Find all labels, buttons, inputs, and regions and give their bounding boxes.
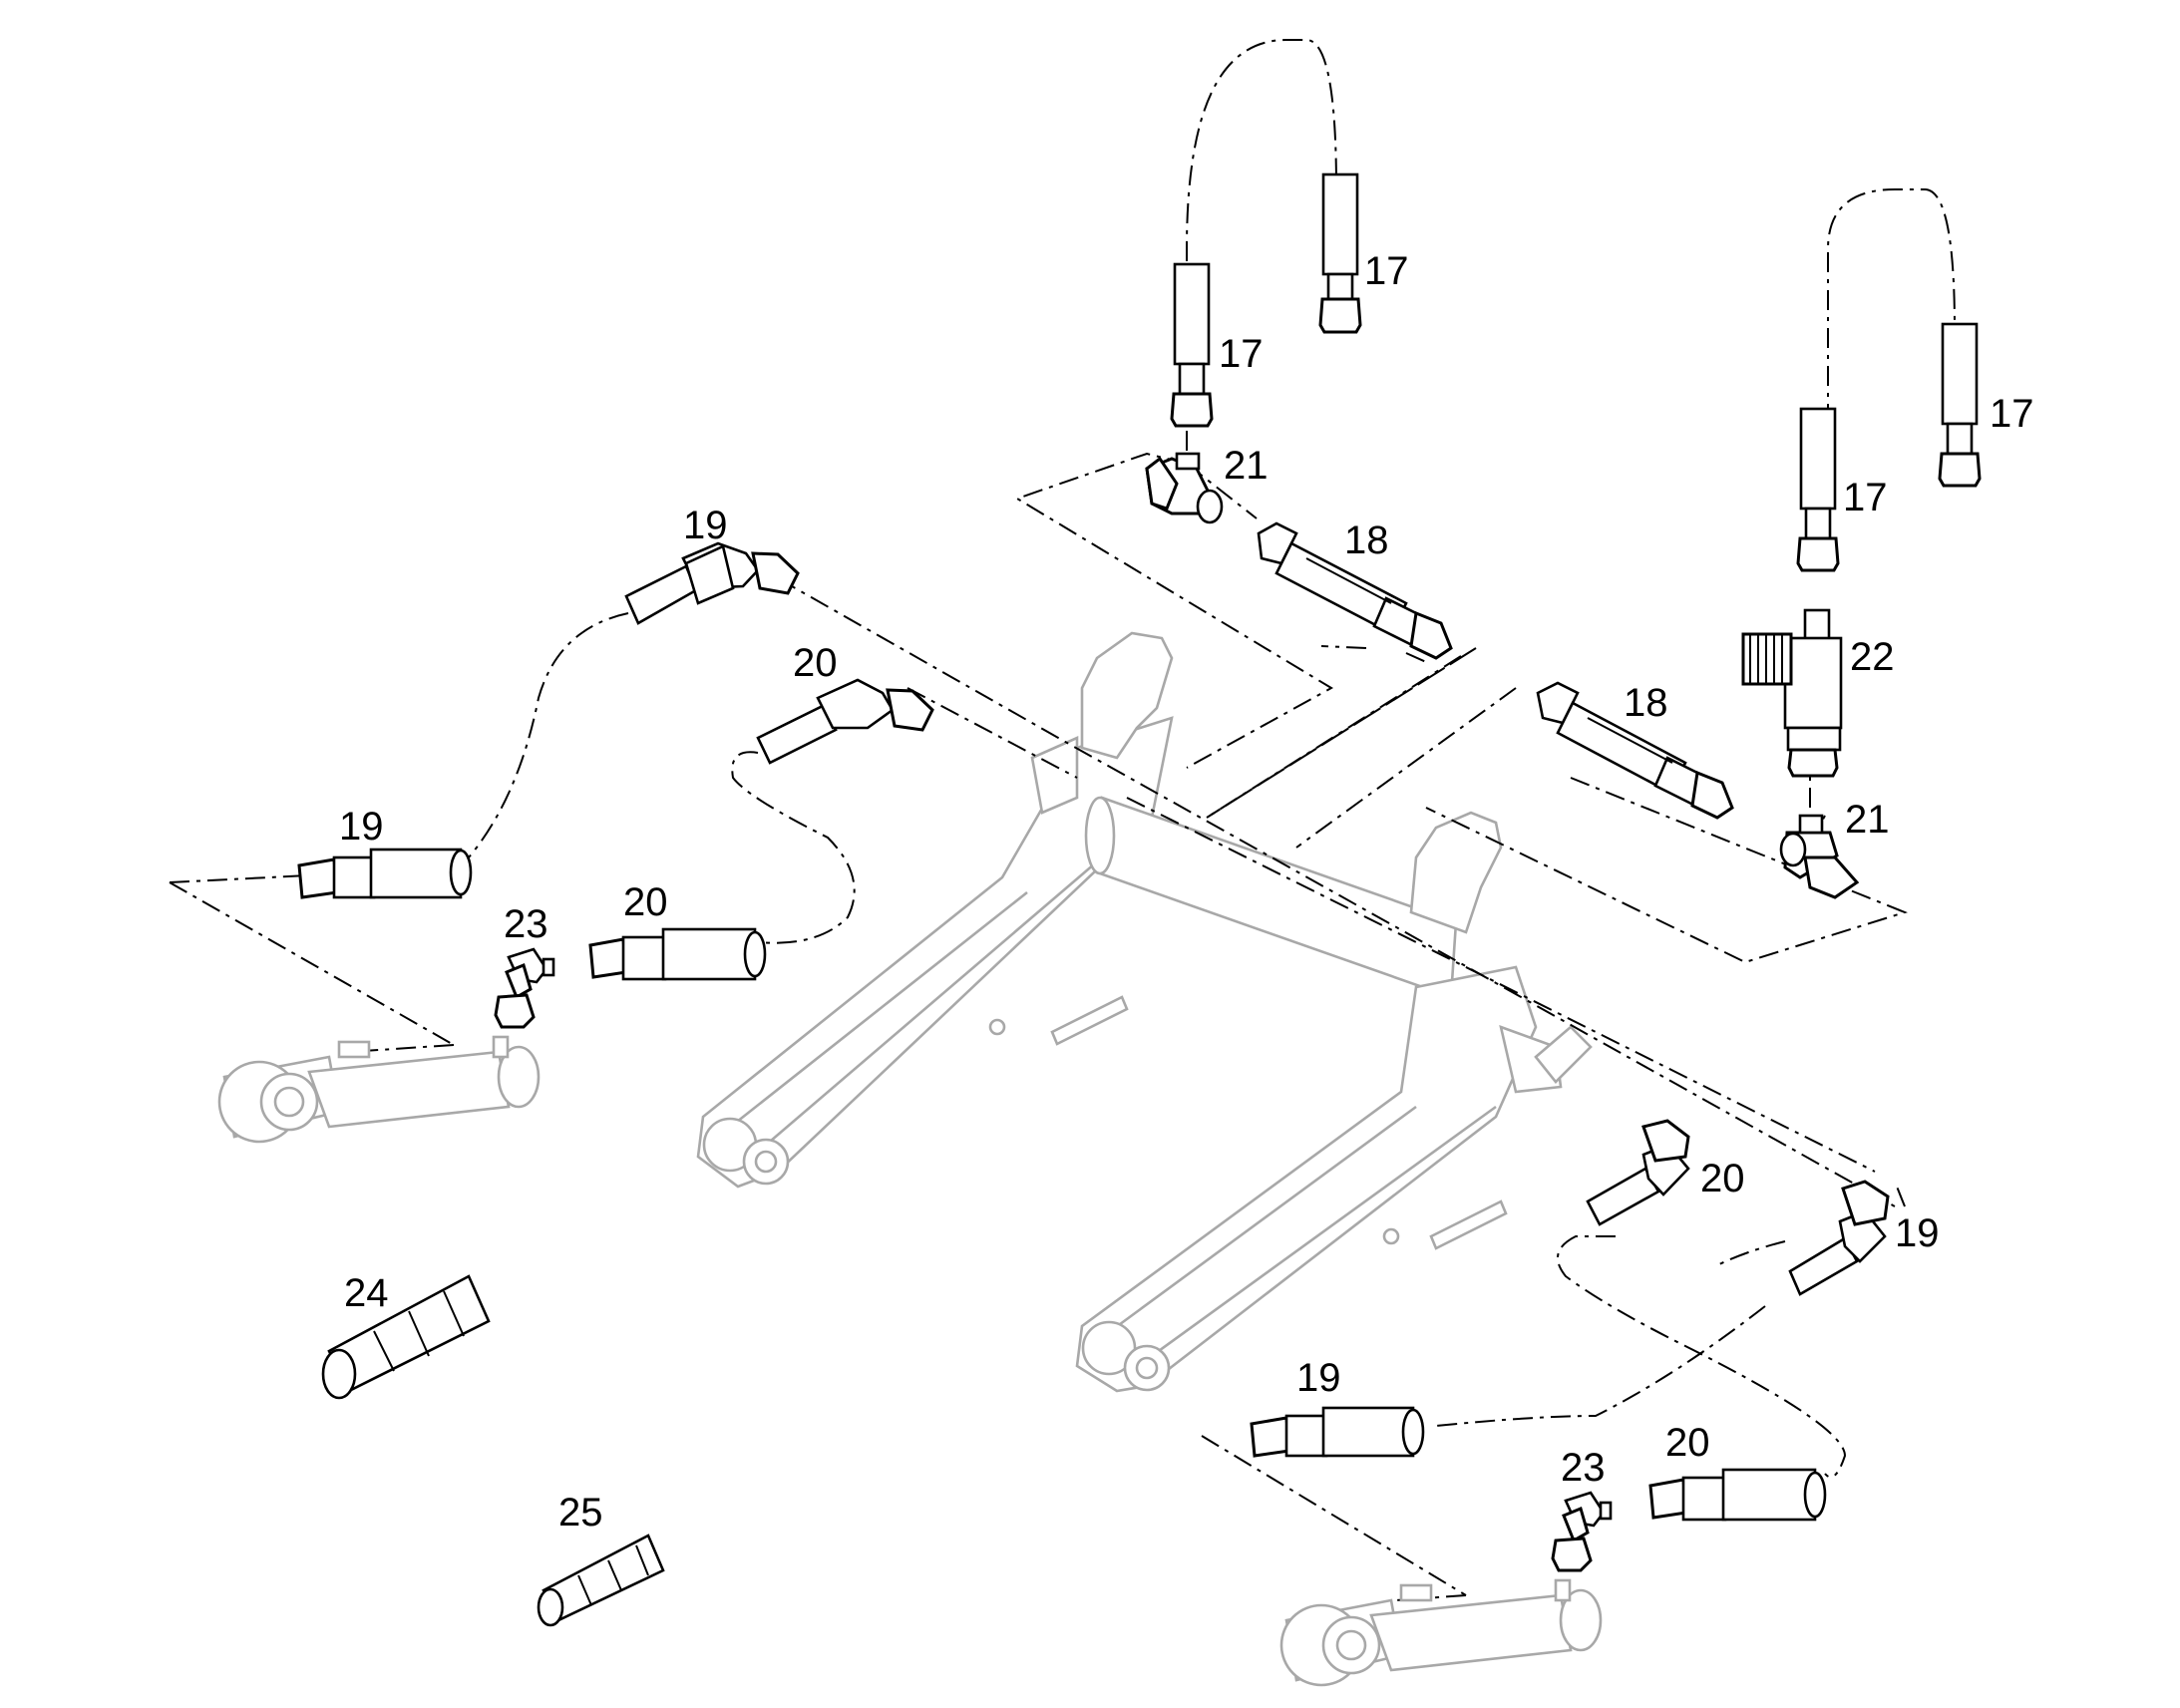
callout-19: 19 — [1895, 1211, 1940, 1255]
part-20-elbow-hose-c — [1586, 1119, 1690, 1226]
callout-19: 19 — [683, 504, 728, 547]
part-19-elbow-hose-c — [1788, 1180, 1890, 1296]
part-19-elbow-hose-a — [624, 541, 800, 625]
callout-17: 17 — [1990, 392, 2034, 436]
part-20-hose-d — [1648, 1468, 1827, 1522]
part-17-hose-end-c — [1796, 407, 1840, 572]
part-24-spiral-hose-guard — [321, 1274, 491, 1400]
callout-21: 21 — [1845, 798, 1890, 842]
callout-19: 19 — [1296, 1356, 1341, 1400]
callout-17: 17 — [1364, 249, 1409, 293]
part-17-hose-end-a — [1170, 262, 1214, 428]
callout-23: 23 — [504, 902, 548, 946]
part-19-hose-d — [1250, 1406, 1425, 1458]
callout-18: 18 — [1624, 681, 1668, 725]
loader-frame — [696, 631, 1593, 1393]
part-21-tee-b — [1779, 814, 1860, 899]
callout-22: 22 — [1850, 635, 1895, 679]
part-19-hose-b — [297, 848, 473, 899]
callout-20: 20 — [623, 880, 668, 924]
part-23-elbow-fitting-b — [1551, 1491, 1613, 1572]
part-18-hose-a — [1257, 521, 1453, 660]
hydraulic-cylinder-right — [1279, 1578, 1603, 1687]
callout-23: 23 — [1561, 1446, 1606, 1490]
callout-17: 17 — [1219, 332, 1264, 376]
callout-24: 24 — [344, 1271, 389, 1315]
part-20-hose-b — [588, 927, 767, 981]
part-17-hose-end-d — [1938, 322, 1982, 488]
callout-20: 20 — [1665, 1421, 1710, 1465]
part-25-spiral-hose-guard — [537, 1534, 665, 1627]
part-21-tee-a — [1145, 452, 1224, 524]
callout-20: 20 — [793, 641, 838, 685]
callout-18: 18 — [1344, 518, 1389, 562]
callout-19: 19 — [339, 805, 384, 849]
callout-25: 25 — [558, 1491, 603, 1535]
hydraulic-cylinder-left — [217, 1035, 541, 1144]
part-23-elbow-fitting-a — [494, 947, 555, 1029]
part-20-elbow-hose-a — [756, 678, 934, 765]
callout-21: 21 — [1224, 444, 1269, 488]
part-22-tee-valve — [1741, 608, 1843, 778]
callout-labels: 17 17 17 17 21 21 18 18 22 19 19 19 19 2… — [339, 249, 2034, 1535]
part-17-hose-end-b — [1318, 172, 1362, 334]
part-18-hose-b — [1536, 681, 1734, 820]
callout-20: 20 — [1700, 1157, 1745, 1200]
callout-17: 17 — [1843, 476, 1888, 519]
